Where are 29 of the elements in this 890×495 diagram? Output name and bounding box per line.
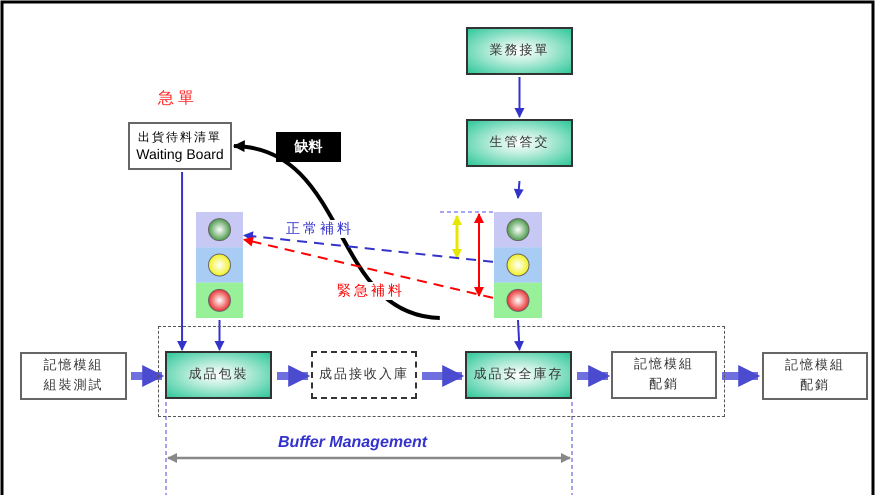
traffic-light [494, 212, 542, 318]
process-box: 生管答交 [466, 119, 573, 167]
process-box: 業務接單 [466, 27, 573, 75]
arrow [214, 320, 224, 351]
block-arrow [722, 365, 760, 387]
process-box: 記憶模組配銷 [762, 352, 868, 400]
block-arrow [577, 365, 610, 387]
box-title: 出貨待料清單 [138, 129, 222, 145]
node-caption: 急單 [158, 88, 198, 109]
process-box: 記憶模組配銷 [611, 351, 717, 399]
arrow [243, 231, 494, 263]
process-box: 記憶模組組裝測試 [20, 352, 127, 400]
traffic-light [196, 212, 243, 318]
arrow [514, 77, 524, 118]
arrow [243, 236, 494, 299]
process-box: 成品包裝 [165, 351, 272, 399]
arrow [514, 180, 524, 199]
arrow [514, 320, 524, 351]
process-box [128, 122, 232, 170]
process-box: 成品安全庫存 [465, 351, 572, 399]
group-box [158, 326, 725, 417]
dimension-label: Buffer Management [278, 434, 428, 452]
edge-label: 缺料 [276, 132, 341, 162]
block-arrow [277, 365, 310, 387]
block-arrow [422, 365, 464, 387]
dashed-process-box: 成品接收入庫 [311, 351, 417, 399]
block-arrow [131, 365, 164, 387]
arrow [177, 172, 188, 351]
box-subtitle: Waiting Board [136, 145, 224, 163]
